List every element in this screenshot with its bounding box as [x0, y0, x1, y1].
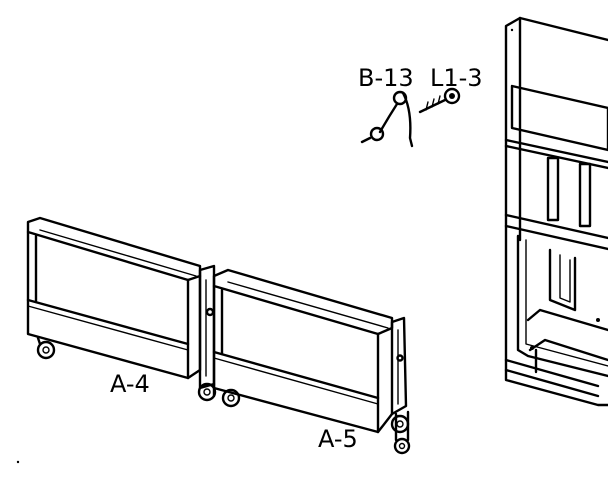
screw-part — [418, 87, 461, 114]
panel-a5 — [212, 268, 411, 455]
spring-part — [360, 90, 414, 148]
label-l13: L1-3 — [430, 64, 483, 92]
label-a4: A-4 — [110, 370, 150, 398]
hinge-bracket — [197, 264, 217, 402]
speck — [16, 460, 20, 464]
label-a5: A-5 — [318, 425, 358, 453]
speck — [510, 28, 514, 32]
cabinet-frame — [504, 16, 608, 407]
panel-a4 — [26, 216, 202, 380]
label-b13: B-13 — [358, 64, 414, 92]
